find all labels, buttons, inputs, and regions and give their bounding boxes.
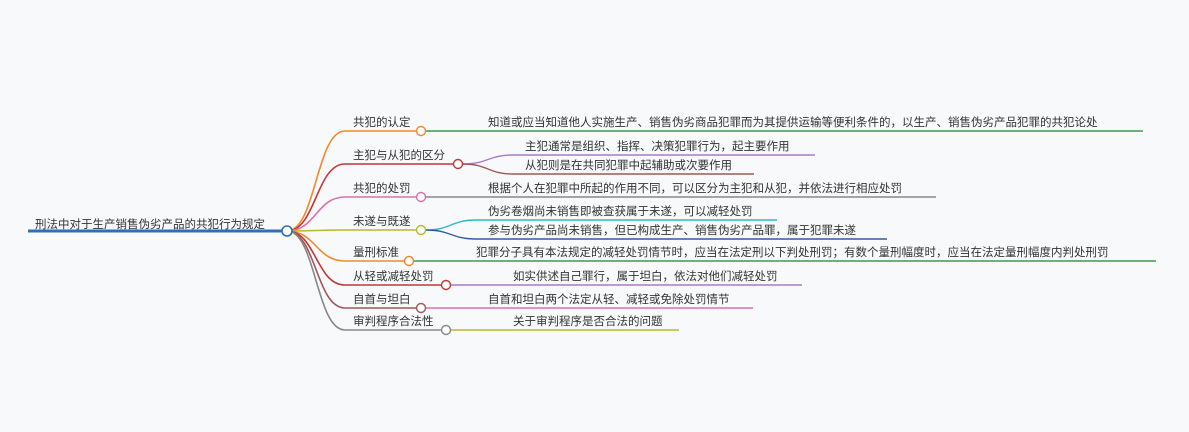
branch-connector-6 <box>286 230 346 309</box>
child-label-1-0[interactable]: 主犯通常是组织、指挥、决策犯罪行为，起主要作用 <box>525 139 790 153</box>
child-label-6-0[interactable]: 自首和坦白两个法定从轻、减轻或免除处罚情节 <box>488 292 730 306</box>
branch-label-3[interactable]: 未遂与既遂 <box>353 214 411 228</box>
branch-label-2[interactable]: 共犯的处罚 <box>353 181 411 195</box>
branch-connector-2 <box>286 196 346 232</box>
branch-connector-1 <box>286 163 346 232</box>
branch-collapse-toggle-2 <box>415 191 427 203</box>
root-collapse-toggle <box>281 225 293 237</box>
child-label-0-0[interactable]: 知道或应当知道他人实施生产、销售伪劣商品犯罪而为其提供运输等便利条件的，以生产、… <box>488 115 1098 129</box>
child-label-4-0[interactable]: 犯罪分子具有本法规定的减轻处罚情节时，应当在法定刑以下判处刑罚；有数个量刑幅度时… <box>476 245 1109 259</box>
child-label-7-0[interactable]: 关于审判程序是否合法的问题 <box>513 314 663 328</box>
child-label-2-0[interactable]: 根据个人在犯罪中所起的作用不同，可以区分为主犯和从犯，并依法进行相应处罚 <box>488 181 902 195</box>
branch-label-4[interactable]: 量刑标准 <box>353 245 399 259</box>
child-connector-3-1 <box>425 229 477 240</box>
child-label-3-0[interactable]: 伪劣卷烟尚未销售即被查获属于未遂，可以减轻处罚 <box>488 204 753 218</box>
branch-collapse-toggle-0 <box>415 125 427 137</box>
branch-collapse-toggle-1 <box>452 158 464 170</box>
branch-collapse-toggle-3 <box>415 224 427 236</box>
branch-label-6[interactable]: 自首与坦白 <box>353 292 411 306</box>
child-label-1-1[interactable]: 从犯则是在共同犯罪中起辅助或次要作用 <box>525 158 732 172</box>
child-connector-1-0 <box>462 154 514 165</box>
root-node-label[interactable]: 刑法中对于生产销售伪劣产品的共犯行为规定 <box>35 217 265 231</box>
child-label-5-0[interactable]: 如实供述自己罪行，属于坦白，依法对他们减轻处罚 <box>513 269 778 283</box>
branch-connector-0 <box>286 130 346 232</box>
branch-label-1[interactable]: 主犯与从犯的区分 <box>353 148 445 162</box>
branch-label-5[interactable]: 从轻或减轻处罚 <box>353 269 434 283</box>
child-label-3-1[interactable]: 参与伪劣产品尚未销售，但已构成生产、销售伪劣产品罪，属于犯罪未遂 <box>488 223 856 237</box>
child-connector-1-1 <box>462 163 514 175</box>
branch-connector-7 <box>286 230 346 331</box>
branch-label-7[interactable]: 审判程序合法性 <box>353 314 434 328</box>
branch-collapse-toggle-4 <box>403 255 415 267</box>
branch-label-0[interactable]: 共犯的认定 <box>353 115 411 129</box>
branch-collapse-toggle-6 <box>415 302 427 314</box>
branch-collapse-toggle-5 <box>440 279 452 291</box>
branch-collapse-toggle-7 <box>440 324 452 336</box>
branch-connector-5 <box>286 230 346 286</box>
child-connector-3-0 <box>425 219 477 231</box>
